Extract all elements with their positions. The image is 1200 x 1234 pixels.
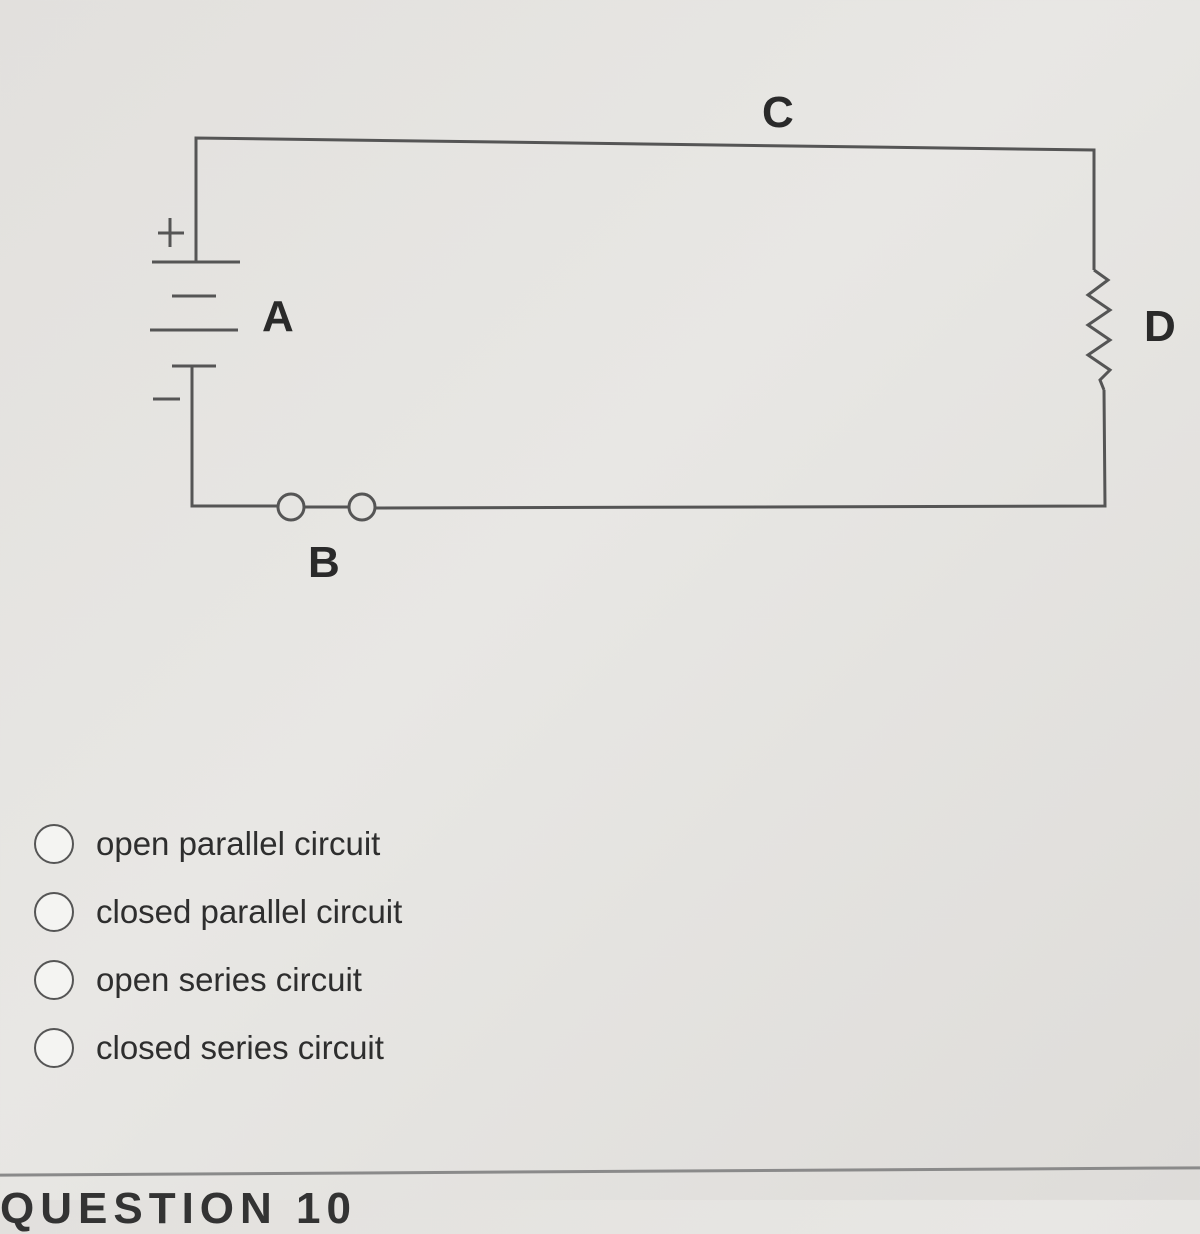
option-label: closed series circuit bbox=[96, 1029, 384, 1066]
option-label: open parallel circuit bbox=[96, 825, 381, 862]
wire-right-bottom bbox=[375, 389, 1107, 510]
radio-button[interactable] bbox=[34, 960, 74, 1000]
battery-label: A bbox=[262, 292, 294, 341]
next-question-heading: QUESTION 10 bbox=[0, 1184, 357, 1233]
section-divider bbox=[0, 1166, 1200, 1177]
resistor-icon bbox=[1085, 268, 1113, 391]
switch-label: B bbox=[308, 538, 340, 587]
option-open-parallel[interactable]: open parallel circuit bbox=[34, 810, 402, 878]
option-closed-parallel[interactable]: closed parallel circuit bbox=[34, 878, 402, 946]
option-label: open series circuit bbox=[96, 961, 362, 998]
option-closed-series[interactable]: closed series circuit bbox=[34, 1014, 402, 1082]
switch-terminal-icon bbox=[276, 492, 306, 522]
answer-options: open parallel circuit closed parallel ci… bbox=[34, 810, 402, 1082]
switch-terminal-icon bbox=[347, 492, 377, 522]
wire-left-bottom bbox=[190, 367, 278, 508]
circuit-diagram bbox=[150, 136, 1113, 522]
radio-button[interactable] bbox=[34, 892, 74, 932]
wire-top bbox=[194, 136, 1096, 270]
battery-icon bbox=[150, 218, 240, 401]
wire-label: C bbox=[762, 88, 794, 137]
resistor-label: D bbox=[1144, 302, 1176, 351]
option-open-series[interactable]: open series circuit bbox=[34, 946, 402, 1014]
radio-button[interactable] bbox=[34, 1028, 74, 1068]
radio-button[interactable] bbox=[34, 824, 74, 864]
option-label: closed parallel circuit bbox=[96, 893, 403, 930]
